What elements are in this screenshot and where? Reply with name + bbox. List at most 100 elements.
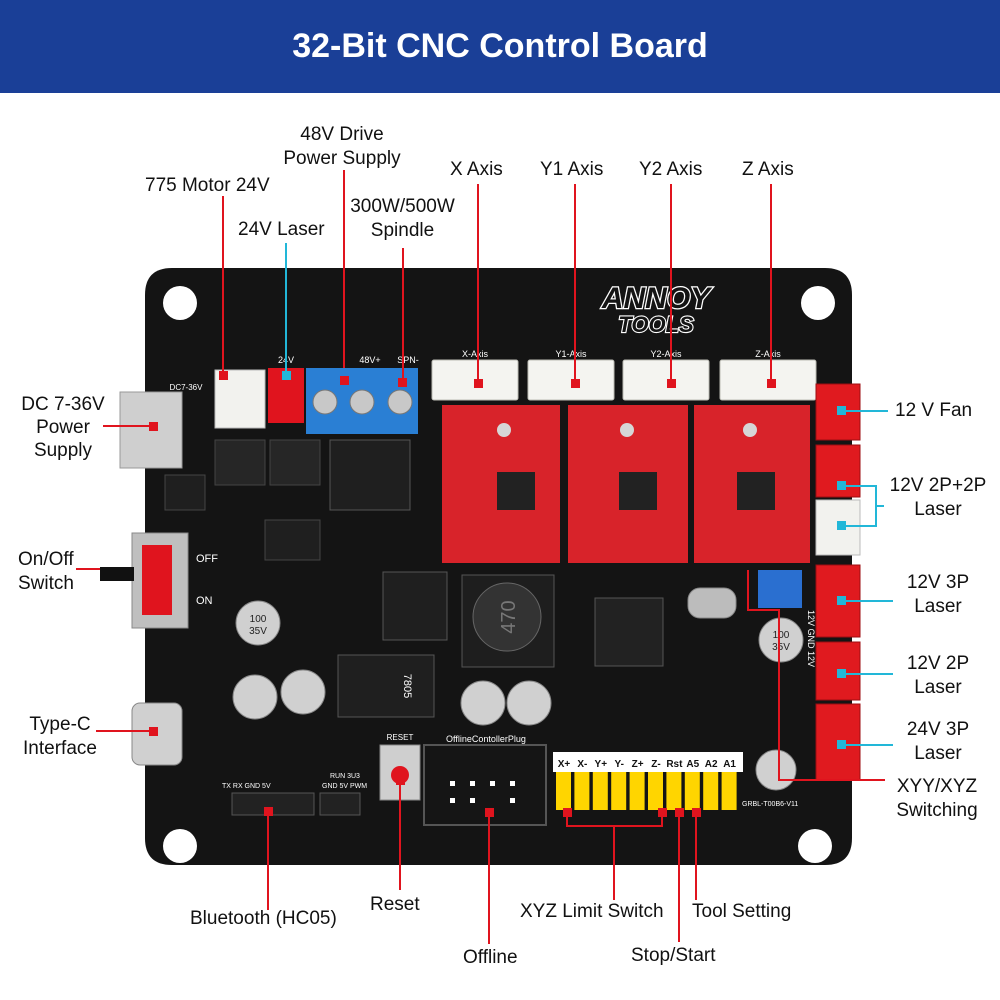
header-bar: 32-Bit CNC Control Board: [0, 0, 1000, 93]
limit-pin-label: A2: [705, 759, 718, 770]
cap-value: 100: [773, 630, 790, 641]
limit-pin: [574, 772, 590, 810]
silk-bt-pins: TX RX GND 5V: [222, 783, 271, 790]
label-x-axis: X Axis: [450, 159, 503, 180]
limit-pin: [721, 772, 737, 810]
label-y2-axis: Y2 Axis: [639, 159, 703, 180]
silk-run-pins: RUN 3U3: [330, 773, 360, 780]
switch-knob: [100, 567, 134, 581]
silk-y2-axis: Y2-Axis: [650, 349, 682, 359]
on-off-switch-lever: [142, 545, 172, 615]
capacitor: [758, 617, 804, 663]
inductor-value: 470: [498, 600, 520, 633]
mosfet: [329, 439, 411, 511]
annoy-tools-logo: ANNOY TOOLS: [600, 281, 715, 338]
logo-line1: ANNOY: [601, 282, 713, 315]
xyy-jumper: [758, 570, 802, 608]
silk-right-pins: 12V GND 12V: [806, 610, 816, 667]
label-24v-laser: 24V Laser: [238, 219, 325, 240]
cap-value: 100: [250, 614, 267, 625]
logo-line2: TOOLS: [618, 312, 694, 337]
leader-lines: [76, 170, 893, 944]
capacitor: [232, 674, 278, 720]
capacitor: [235, 600, 281, 646]
silk-spn: SPN-: [397, 355, 419, 365]
label-onoff-line1: On/Off: [18, 549, 74, 570]
label-2p-line2: Laser: [914, 677, 962, 698]
limit-pin: [592, 772, 608, 810]
limit-pin-label: Rst: [666, 759, 683, 770]
mounting-hole: [798, 829, 832, 863]
silk-dc-in: DC7-36V: [170, 383, 204, 392]
capacitors: 100 35V 100 35V: [232, 600, 804, 791]
label-offline: Offline: [463, 947, 518, 968]
label-12v-fan: 12 V Fan: [895, 400, 973, 421]
label-24v3p-line2: Laser: [914, 743, 962, 764]
label-dc-line3: Supply: [33, 440, 93, 461]
label-spindle-line1: 300W/500W: [350, 196, 455, 217]
silk-pwm-pins: GND 5V PWM: [322, 783, 367, 790]
regulator-7805: [337, 654, 435, 718]
leader-markers: [149, 371, 846, 817]
label-tool-setting: Tool Setting: [692, 901, 792, 922]
driver-chip: [497, 472, 535, 510]
label-limit-switch: XYZ Limit Switch: [520, 901, 664, 922]
capacitor: [280, 669, 326, 715]
label-spindle-line2: Spindle: [370, 220, 435, 241]
mounting-hole: [163, 286, 197, 320]
label-typec-line2: Interface: [23, 738, 97, 759]
y2-axis-connector: [622, 359, 710, 401]
mounting-hole: [801, 286, 835, 320]
terminal-screw: [349, 389, 375, 415]
driver-pot: [497, 423, 511, 437]
label-onoff-line2: Switch: [18, 573, 74, 594]
driver-chip: [737, 472, 775, 510]
silk-reset: RESET: [387, 733, 414, 742]
limit-pin: [703, 772, 719, 810]
cap-voltage: 35V: [249, 626, 267, 637]
label-dc-line1: DC 7-36V: [21, 394, 105, 415]
label-3p-line2: Laser: [914, 596, 962, 617]
component: [264, 519, 321, 561]
silk-off: OFF: [196, 553, 218, 565]
label-2p-line1: 12V 2P: [906, 653, 970, 674]
silk-y1-axis: Y1-Axis: [555, 349, 587, 359]
limit-pin-label: A5: [686, 759, 699, 770]
limit-pin-label: Y-: [614, 759, 623, 770]
label-48v-drive-line1: 48V Drive: [300, 124, 384, 145]
label-dc-line2: Power: [36, 417, 90, 438]
capacitor: [755, 749, 797, 791]
limit-pin: [611, 772, 627, 810]
silk-48v: 48V+: [359, 355, 380, 365]
label-48v-drive-line2: Power Supply: [283, 148, 401, 169]
label-2p2p-line2: Laser: [914, 499, 962, 520]
limit-pin: [666, 772, 682, 810]
limit-header-label-strip: [553, 752, 743, 772]
mosfet: [214, 439, 266, 486]
driver-chip: [619, 472, 657, 510]
silk-model: GRBL-T00B6-V11: [742, 801, 798, 808]
label-typec-line1: Type-C: [29, 714, 91, 735]
label-2p2p-line1: 12V 2P+2P: [889, 475, 987, 496]
inductor-coil: [472, 582, 542, 652]
silk-on: ON: [196, 595, 213, 607]
limit-pin-label: Z+: [632, 759, 644, 770]
terminal-screw: [387, 389, 413, 415]
limit-switch-pins: [556, 772, 737, 810]
silk-z-axis: Z-Axis: [755, 349, 781, 359]
label-y1-axis: Y1 Axis: [540, 159, 604, 180]
driver-pot: [743, 423, 757, 437]
label-3p-line1: 12V 3P: [906, 572, 970, 593]
regulator-label: 7805: [401, 674, 413, 698]
run-header: [319, 792, 361, 816]
capacitor: [506, 680, 552, 726]
component: [164, 474, 206, 511]
page-title: 32-Bit CNC Control Board: [292, 27, 708, 65]
limit-pin-label: Y+: [595, 759, 608, 770]
limit-pin: [684, 772, 700, 810]
stepper-drivers: [442, 405, 810, 563]
limit-pin: [556, 772, 571, 810]
mounting-hole: [163, 829, 197, 863]
label-xyy-line2: Switching: [896, 800, 978, 821]
